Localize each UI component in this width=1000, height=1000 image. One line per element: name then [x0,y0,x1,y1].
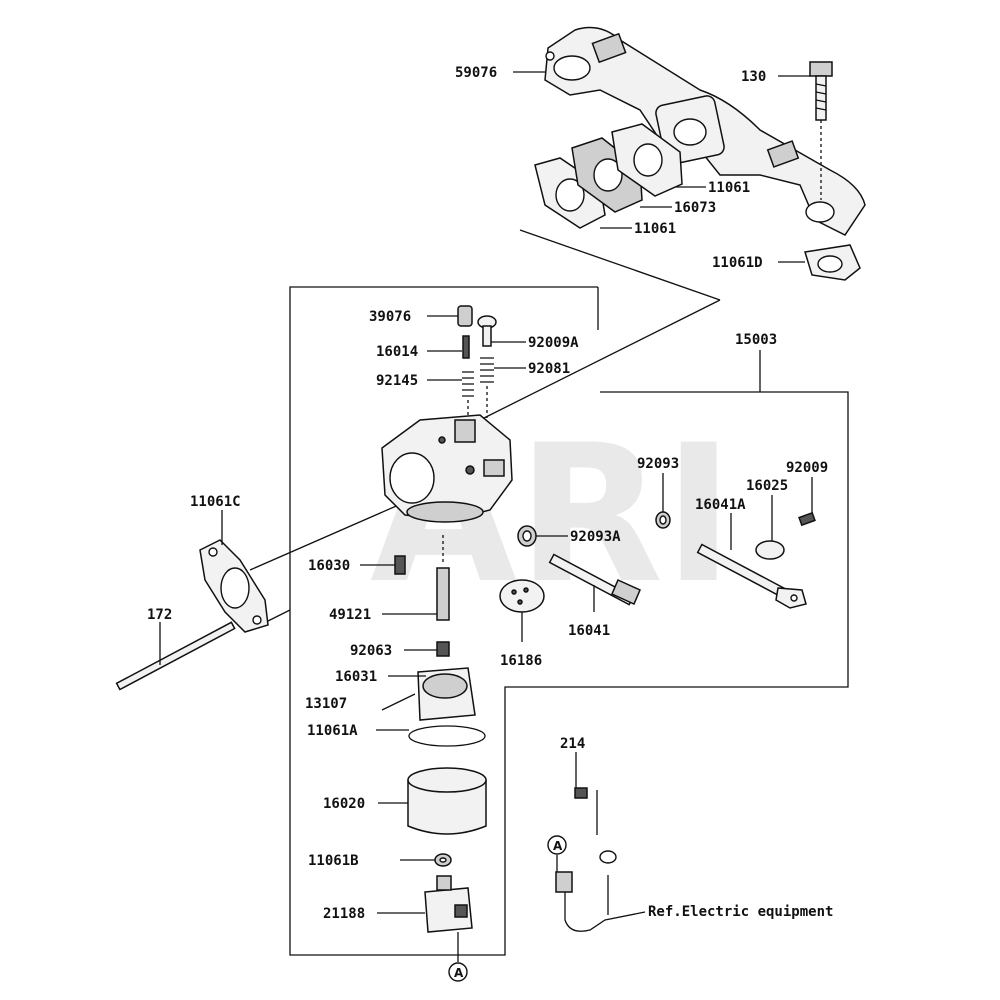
label-11061C: 11061C [190,494,241,510]
screw-92009A [477,315,497,347]
label-16041: 16041 [568,623,610,639]
callout-A-harness-text: A [553,839,563,853]
gasket-11061-front [534,157,606,229]
label-214: 214 [560,736,585,752]
screw-92009 [798,511,816,527]
label-16014: 16014 [376,344,418,360]
nozzle-49121 [436,535,450,621]
label-59076: 59076 [455,65,497,81]
gasket-11061-rear [611,123,683,197]
label-39076: 39076 [369,309,411,325]
label-15003: 15003 [735,332,777,348]
callout-A-bottom: A [448,962,468,982]
label-92093A: 92093A [570,529,621,545]
label-11061D: 11061D [712,255,763,271]
solenoid-21188 [424,875,473,933]
label-130: 130 [741,69,766,85]
label-92063: 92063 [350,643,392,659]
bolt-130 [809,61,833,200]
callout-A-harness: A [547,835,567,855]
seal-92093 [655,511,671,529]
label-92145: 92145 [376,373,418,389]
part-labels: 59076 130 11061 16073 11061 11061D 15003… [147,65,833,922]
gasket-11061C [199,539,269,633]
jet-16030 [394,555,406,575]
oring-11061A [408,725,486,747]
label-16030: 16030 [308,558,350,574]
label-92009: 92009 [786,460,828,476]
callout-A-bottom-text: A [454,966,464,980]
ref-electric-equipment: Ref.Electric equipment [648,904,833,920]
gasket-11061D [804,244,861,281]
pin-13107 [381,693,416,711]
wire-harness [555,787,646,932]
shaft-16041A [696,543,807,609]
plate-16025 [755,540,785,560]
label-16031: 16031 [335,669,377,685]
label-16041A: 16041A [695,497,746,513]
label-16186: 16186 [500,653,542,669]
assembly-bracket-lines [249,229,849,956]
seal-92093A [517,525,537,547]
label-11061A: 11061A [307,723,358,739]
cap-39076 [457,305,473,327]
label-172: 172 [147,607,172,623]
carburetor-body-15003 [381,414,513,523]
bowl-16020 [407,767,487,835]
label-16020: 16020 [323,796,365,812]
spring-92145 [462,371,474,418]
label-16025: 16025 [746,478,788,494]
label-11061-upper: 11061 [708,180,750,196]
leader-lines [159,71,813,962]
label-11061-lower: 11061 [634,221,676,237]
float-16031 [417,667,476,721]
label-16073: 16073 [674,200,716,216]
label-92081: 92081 [528,361,570,377]
screw-16014 [462,335,470,359]
label-92093: 92093 [637,456,679,472]
washer-11061B [434,853,452,867]
jet-92063 [436,641,450,657]
label-21188: 21188 [323,906,365,922]
label-11061B: 11061B [308,853,359,869]
label-49121: 49121 [329,607,371,623]
shaft-16041 [548,553,641,606]
stud-172 [115,621,236,691]
label-13107: 13107 [305,696,347,712]
spring-92081 [480,357,494,418]
plate-16186 [499,579,545,613]
label-92009A: 92009A [528,335,579,351]
